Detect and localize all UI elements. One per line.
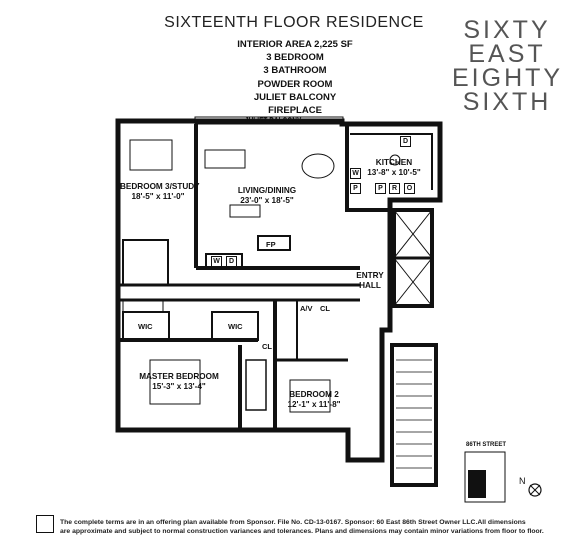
sofa xyxy=(204,149,246,169)
plan-title: SIXTEENTH FLOOR RESIDENCE xyxy=(164,14,424,31)
room-living-name: LIVING/DINING xyxy=(237,186,297,195)
spec-powder: POWDER ROOM xyxy=(257,78,333,90)
closet-label-2: CL xyxy=(320,304,330,313)
key-plan xyxy=(464,451,506,503)
spec-fireplace: FIREPLACE xyxy=(268,105,322,117)
compass-rose xyxy=(528,483,542,497)
spec-bathrooms: 3 BATHROOM xyxy=(263,65,327,77)
balcony-rail xyxy=(194,116,344,125)
coffee-table xyxy=(229,204,261,218)
room-entry-hall: ENTRY HALL xyxy=(350,271,390,291)
bed-2 xyxy=(289,379,331,413)
av-label: A/V xyxy=(300,304,313,313)
spec-bedrooms: 3 BEDROOM xyxy=(266,52,324,64)
bed-bed3 xyxy=(129,139,173,171)
room-living: LIVING/DINING 23'-0" x 18'-5" xyxy=(222,186,312,206)
street-label: 86TH STREET xyxy=(466,442,507,448)
balcony-label: JULIET BALCONY xyxy=(245,117,302,124)
disclaimer: The complete terms are in an offering pl… xyxy=(60,519,580,536)
closet-label-1: CL xyxy=(262,342,272,351)
brand-logo: SIXTY EAST EIGHTY SIXTH xyxy=(452,16,564,116)
room-bedroom3-name: BEDROOM 3/STUDY xyxy=(120,182,200,191)
room-living-dims: 23'-0" x 18'-5" xyxy=(240,196,294,205)
kitchen-washer-box: W xyxy=(350,168,361,179)
dining-table xyxy=(301,153,335,179)
pantry-box: P xyxy=(350,183,361,194)
disclaimer-line-2: are approximate and subject to normal co… xyxy=(60,527,544,535)
residence-specs: INTERIOR AREA 2,225 SF 3 BEDROOM 3 BATHR… xyxy=(190,38,400,117)
spec-area: INTERIOR AREA 2,225 SF xyxy=(237,39,353,50)
brand-line-4: SIXTH xyxy=(462,88,552,116)
room-entry-line2: HALL xyxy=(359,281,381,290)
brand-line-2: EAST xyxy=(468,40,546,68)
pantry2-box: P xyxy=(375,183,386,194)
room-bedroom3-dims: 18'-5" x 11'-0" xyxy=(131,192,185,201)
dryer-box: D xyxy=(226,256,237,267)
brand-line-1: SIXTY xyxy=(463,16,551,44)
equal-housing-icon xyxy=(36,515,54,533)
fridge-box: R xyxy=(389,183,400,194)
oven-box: O xyxy=(404,183,415,194)
room-kitchen-name: KITCHEN xyxy=(375,158,413,167)
room-bedroom3: BEDROOM 3/STUDY 18'-5" x 11'-0" xyxy=(120,182,200,202)
room-bedroom2: BEDROOM 2 12'-1" x 11'-8" xyxy=(282,390,346,410)
room-bedroom2-name: BEDROOM 2 xyxy=(289,390,339,399)
room-bedroom2-dims: 12'-1" x 11'-8" xyxy=(287,400,341,409)
room-master-name: MASTER BEDROOM xyxy=(139,372,219,381)
dishwasher-box: D xyxy=(400,136,411,147)
brand-line-3: EIGHTY xyxy=(452,64,564,92)
washer-box: W xyxy=(211,256,222,267)
bed-master xyxy=(149,359,201,405)
room-master-dims: 15'-3" x 13'-4" xyxy=(152,382,206,391)
spec-balcony: JULIET BALCONY xyxy=(253,91,337,103)
room-kitchen: KITCHEN 13'-8" x 10'-5" xyxy=(356,158,432,178)
disclaimer-line-1: The complete terms are in an offering pl… xyxy=(60,519,526,526)
fireplace-label: FP xyxy=(266,240,276,249)
wic-label-2: WIC xyxy=(228,322,243,331)
compass-label: N xyxy=(519,476,526,486)
room-kitchen-dims: 13'-8" x 10'-5" xyxy=(367,168,421,177)
room-master: MASTER BEDROOM 15'-3" x 13'-4" xyxy=(124,372,234,392)
wic-label-1: WIC xyxy=(138,322,153,331)
room-entry-line1: ENTRY xyxy=(356,271,384,280)
